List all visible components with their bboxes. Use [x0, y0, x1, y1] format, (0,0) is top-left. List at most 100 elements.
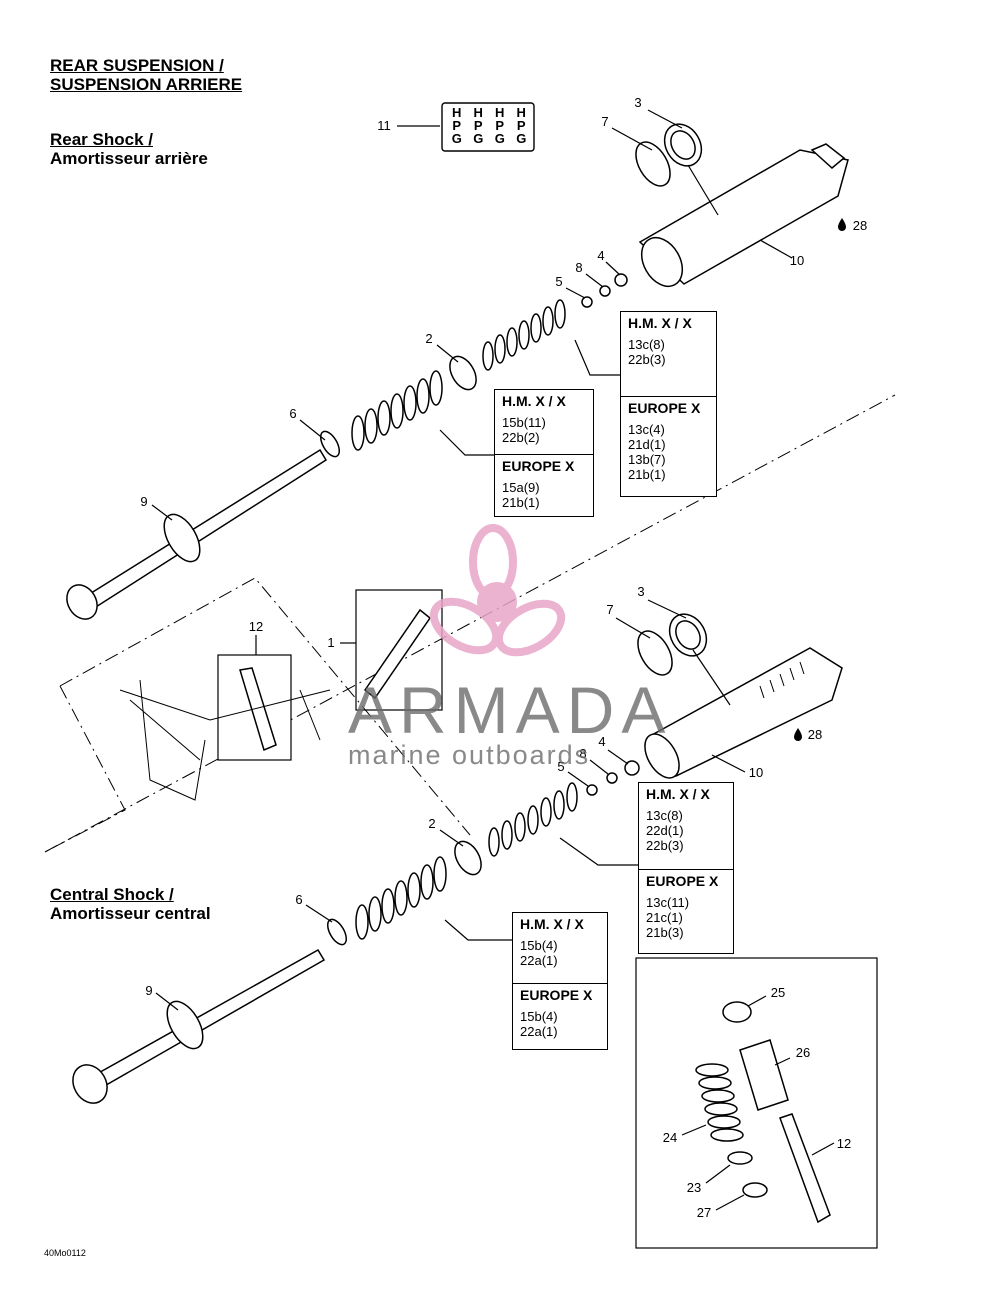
spec-line: 13c(11): [646, 895, 690, 910]
watermark-blade: [494, 599, 566, 657]
piston-rod-mid: [84, 948, 326, 1093]
decal-letter: H: [495, 105, 505, 120]
callout-9-top: 9: [140, 494, 148, 509]
decal-letter: P: [452, 118, 462, 133]
spec-line: 13b(7): [628, 452, 666, 467]
callout-28-top: 28: [852, 218, 868, 233]
spec-section-europe: EUROPE X 15b(4) 22a(1): [513, 983, 607, 1042]
spec-section-europe: EUROPE X 15a(9) 21b(1): [495, 454, 593, 513]
rear-shock-heading: Rear Shock / Amortisseur arrière: [50, 130, 208, 168]
leader-lines: [151, 109, 835, 1211]
callout-23-kit: 23: [686, 1180, 702, 1195]
detail-box-1: [355, 589, 443, 711]
spec-title: EUROPE X: [520, 987, 593, 1003]
spec-section-hm: H.M. X / X 13c(8) 22d(1) 22b(3): [639, 783, 733, 869]
spring-seat-25: [722, 1001, 752, 1023]
washer-8-top: [599, 285, 611, 297]
rod-eye-mid: [72, 1064, 108, 1104]
seal-ring-3-inner-top: [670, 130, 696, 160]
callout-12-kit: 12: [836, 1136, 852, 1151]
washer-6-mid: [326, 918, 348, 946]
decal-letter: P: [516, 118, 526, 133]
rod-eye-top: [66, 584, 98, 620]
decal-letter: P: [495, 118, 505, 133]
spec-box-top-right: H.M. X / X 13c(8) 22b(3) EUROPE X 13c(4)…: [620, 311, 717, 497]
piston-2-mid: [454, 840, 482, 876]
spec-section-hm: H.M. X / X 15b(4) 22a(1): [513, 913, 607, 983]
oil-drop-icon-mid: [794, 728, 802, 741]
washer-6-top: [319, 430, 341, 458]
callout-9-mid: 9: [145, 983, 153, 998]
rod-seal-9-mid: [166, 1000, 204, 1050]
o-ring-7-mid: [637, 630, 673, 676]
washer-5-top: [581, 296, 593, 308]
decal-letter: H: [473, 105, 483, 120]
rear-shock-assembly: [66, 123, 849, 620]
callout-3-top: 3: [634, 95, 642, 110]
callout-5-mid: 5: [557, 759, 565, 774]
spec-title: H.M. X / X: [520, 916, 584, 932]
o-ring-body-mid: [644, 733, 680, 779]
callout-7-mid: 7: [606, 602, 614, 617]
spec-title: EUROPE X: [502, 458, 575, 474]
shock-body-10-mid: [648, 647, 843, 777]
decal-letter: G: [516, 131, 527, 146]
spec-title: EUROPE X: [646, 873, 719, 889]
callout-10-top: 10: [789, 253, 805, 268]
callout-10-mid: 10: [748, 765, 764, 780]
label-decal-11: [441, 102, 535, 152]
suspension-frame-detail: [119, 589, 443, 801]
callout-6-top: 6: [289, 406, 297, 421]
spec-line: 22b(3): [646, 838, 684, 853]
spec-line: 15b(4): [520, 938, 558, 953]
callout-8-top: 8: [575, 260, 583, 275]
nut-4-top: [614, 273, 628, 287]
callout-28-mid: 28: [807, 727, 823, 742]
piston-2-top: [449, 355, 477, 391]
callout-7-top: 7: [601, 114, 609, 129]
decal-letter: P: [473, 118, 483, 133]
shock-12-mini: [239, 667, 277, 752]
shim-stack-upper-mid: [488, 782, 578, 857]
shim-stack-lower-top: [351, 370, 443, 451]
decal-letter: H: [516, 105, 526, 120]
body-eye-top: [810, 143, 846, 169]
callout-3-mid: 3: [637, 584, 645, 599]
callout-5-top: 5: [555, 274, 563, 289]
suspension-frame: [119, 679, 331, 801]
rear-shock-en: Rear Shock /: [50, 130, 153, 149]
separator-line-left: [44, 685, 126, 853]
spec-line: 22a(1): [520, 953, 558, 968]
coil-spring-24: [695, 1063, 744, 1142]
drawing-reference: 40Mo0112: [44, 1248, 86, 1258]
spring-kit-detail: [635, 957, 878, 1249]
callout-2-top: 2: [425, 331, 433, 346]
spec-line: 15b(4): [520, 1009, 558, 1024]
nut-4-mid: [624, 760, 640, 776]
spec-section-europe: EUROPE X 13c(4) 21d(1) 13b(7) 21b(1): [621, 396, 716, 485]
central-shock-heading: Central Shock / Amortisseur central: [50, 885, 211, 923]
ring-23: [727, 1151, 753, 1165]
spec-line: 15b(11): [502, 415, 546, 430]
spec-section-hm: H.M. X / X 13c(8) 22b(3): [621, 312, 716, 396]
watermark-hub: [477, 582, 517, 622]
shim-stack-lower-mid: [355, 856, 447, 940]
callout-27-kit: 27: [696, 1205, 712, 1220]
spec-section-hm: H.M. X / X 15b(11) 22b(2): [495, 390, 593, 454]
decal-letter: G: [494, 131, 505, 146]
callout-1-mid: 1: [327, 635, 335, 650]
clip-27: [742, 1182, 768, 1198]
title-line-fr: SUSPENSION ARRIERE: [50, 75, 243, 94]
page-title: REAR SUSPENSION / SUSPENSION ARRIERE: [50, 56, 242, 94]
central-shock-en: Central Shock /: [50, 885, 174, 904]
callout-11-top: 11: [377, 118, 391, 133]
rear-shock-fr: Amortisseur arrière: [50, 149, 208, 168]
rod-seal-9-top: [163, 513, 201, 563]
spec-line: 15a(9): [502, 480, 540, 495]
oil-drop-icon-top: [838, 218, 846, 231]
o-ring-7-top: [635, 141, 671, 187]
washer-8-mid: [606, 772, 618, 784]
spec-line: 22b(3): [628, 352, 666, 367]
